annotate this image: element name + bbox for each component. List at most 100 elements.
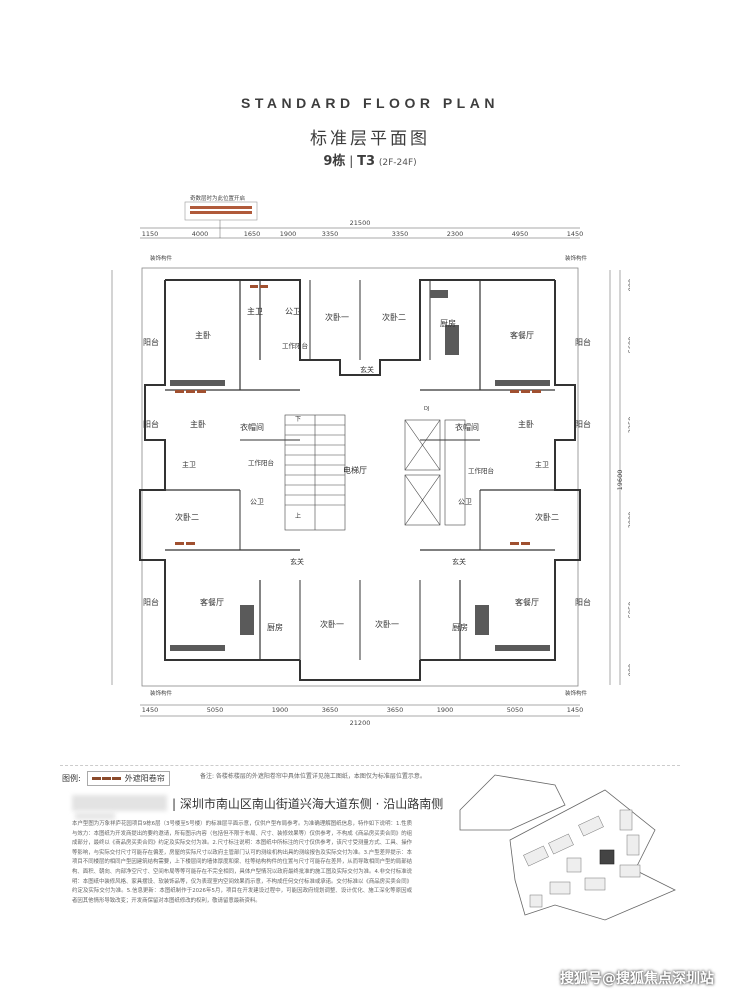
room-master-bedroom-ml: 主卧 [190,419,206,429]
dimensions-left: 19600 900 5600 3250 3000 5850 900 [110,270,113,685]
room-kitchen-top: 厨房 [440,318,456,328]
dim-top-7: 2300 [447,230,464,238]
corner-label-tr: 装饰构件 [565,254,588,262]
dim-top-3: 1650 [244,230,261,238]
floor-drain-label: DJ [424,406,429,412]
dim-top-5: 3350 [322,230,339,238]
highlighted-building [599,849,615,865]
room-bedroom2-mr: 次卧二 [535,512,559,522]
dim-left-3: 3250 [110,417,112,434]
room-master-bath-tl: 主卫 [247,306,263,316]
room-work-balcony-ml: 工作阳台 [248,458,274,467]
dim-top-1: 1150 [142,230,159,238]
top-note: 奇数层时为此位置开启 [190,194,245,202]
legend-swatch: 外遮阳卷帘 [87,771,170,786]
site-plan-key [459,774,676,921]
redacted-logo [72,795,167,811]
legend-divider [60,765,680,767]
room-balcony-mr: 阳台 [575,419,591,429]
dim-left-5: 5850 [110,602,112,619]
room-balcony-ml: 阳台 [143,419,159,429]
dim-left-6: 900 [110,664,112,676]
dim-top-8: 4950 [512,230,529,238]
room-cloak-ml: 衣帽间 [240,422,264,432]
room-public-bath-ml: 公卫 [250,498,264,506]
room-kitchen-br: 厨房 [452,622,468,632]
room-bedroom1-br: 次卧一 [375,619,399,629]
dim-total-right: 19600 [616,470,624,491]
room-master-bath-ml: 主卫 [182,460,196,469]
floor-range: (2F-24F) [378,158,417,168]
shade-swatch-icon [112,777,122,780]
room-balcony-tr: 阳台 [575,337,591,347]
legend-note: 备注: 各楼栋楼层的外遮阳卷帘中具体位置详见施工图纸，本图仅为标准层位置示意。 [200,773,426,780]
dim-right-5: 5850 [627,602,630,619]
room-public-bath-mr: 公卫 [458,498,472,506]
room-public-bath-tl: 公卫 [285,307,301,316]
dim-top-2: 4000 [192,230,209,238]
unit-type: T3 [357,154,376,169]
dim-bottom-3: 1900 [272,706,289,714]
room-elevator-hall: 电梯厅 [343,465,367,475]
room-balcony-tl: 阳台 [143,337,159,347]
room-living-bl: 客餐厅 [200,597,224,607]
room-bedroom2-top: 次卧二 [382,312,406,322]
dim-right-4: 3000 [627,512,630,529]
disclaimer-text: 本户型图为万象祥庐花园项目9栋6层（3号楼至5号楼）的标准层平面示意，仅供户型布… [72,821,412,904]
dim-left-2: 5600 [110,337,112,354]
stair-down-label: 下 [295,416,301,423]
room-bedroom1-top: 次卧一 [325,312,349,322]
sun-shades [175,285,541,545]
room-living-top: 客餐厅 [510,330,534,340]
dimensions-right: 19600 900 5600 3250 3000 5850 900 [609,270,630,685]
dimensions-top: 21500 1150 4000 1650 1900 3350 3350 2300… [140,219,584,239]
dim-right-6: 900 [627,664,630,676]
dimensions-bottom: 1450 5050 1900 3650 3650 1900 5050 1450 … [140,704,584,727]
room-bedroom2-ml: 次卧二 [175,512,199,522]
top-shutter-area: 奇数层时为此位置开启 [184,194,258,238]
title-english: STANDARD FLOOR PLAN [241,95,499,111]
corner-label-br: 装饰构件 [565,689,588,697]
room-work-balcony-tl: 工作阳台 [282,341,308,350]
room-master-bath-mr: 主卫 [535,460,549,469]
room-cloak-mr: 衣帽间 [455,422,479,432]
dim-top-6: 3350 [392,230,409,238]
room-foyer-br: 玄关 [452,557,466,566]
core [284,414,466,531]
separator: | [349,154,354,168]
dim-top-9: 1450 [567,230,584,238]
dim-left-1: 900 [110,279,112,291]
dim-bottom-6: 1900 [437,706,454,714]
dim-bottom-1: 1450 [142,706,159,714]
building-number: 9栋 [323,154,346,169]
dim-right-1: 900 [627,279,630,291]
title-chinese: 标准层平面图 [310,129,430,149]
legend-label: 图例: [62,774,81,783]
building-label: 9栋 | T3 (2F-24F) [0,150,740,169]
room-living-br: 客餐厅 [515,597,539,607]
legend: 图例: 外遮阳卷帘 [62,771,170,786]
floor-plan: 奇数层时为此位置开启 21500 1150 4000 1650 1900 335… [110,194,630,727]
dim-total-bottom: 21200 [350,719,371,727]
dim-left-4: 3000 [110,512,112,529]
room-master-bedroom-mr: 主卧 [518,419,534,429]
room-balcony-br: 阳台 [575,597,591,607]
watermark: 搜狐号@搜狐焦点深圳站 [560,971,714,987]
room-foyer-bl: 玄关 [290,557,304,566]
room-master-bedroom-tl: 主卧 [195,330,211,340]
furniture [170,290,550,651]
corner-label-tl: 装饰构件 [150,254,173,262]
legend-item: 外遮阳卷帘 [124,774,165,783]
room-bedroom1-bl: 次卧一 [320,619,344,629]
dim-bottom-4: 3650 [322,706,339,714]
dim-bottom-8: 1450 [567,706,584,714]
redacted-logo-sub [75,812,115,820]
dim-bottom-5: 3650 [387,706,404,714]
shade-swatch-icon [92,777,102,780]
room-balcony-bl: 阳台 [143,597,159,607]
room-kitchen-bl: 厨房 [267,622,283,632]
stair-up-label: 上 [295,512,301,520]
dim-bottom-2: 5050 [207,706,224,714]
room-labels: 主卧 主卫 公卫 工作阳台 次卧一 次卧二 厨房 客餐厅 阳台 阳台 玄关 阳台… [143,306,591,632]
dim-top-4: 1900 [280,230,297,238]
